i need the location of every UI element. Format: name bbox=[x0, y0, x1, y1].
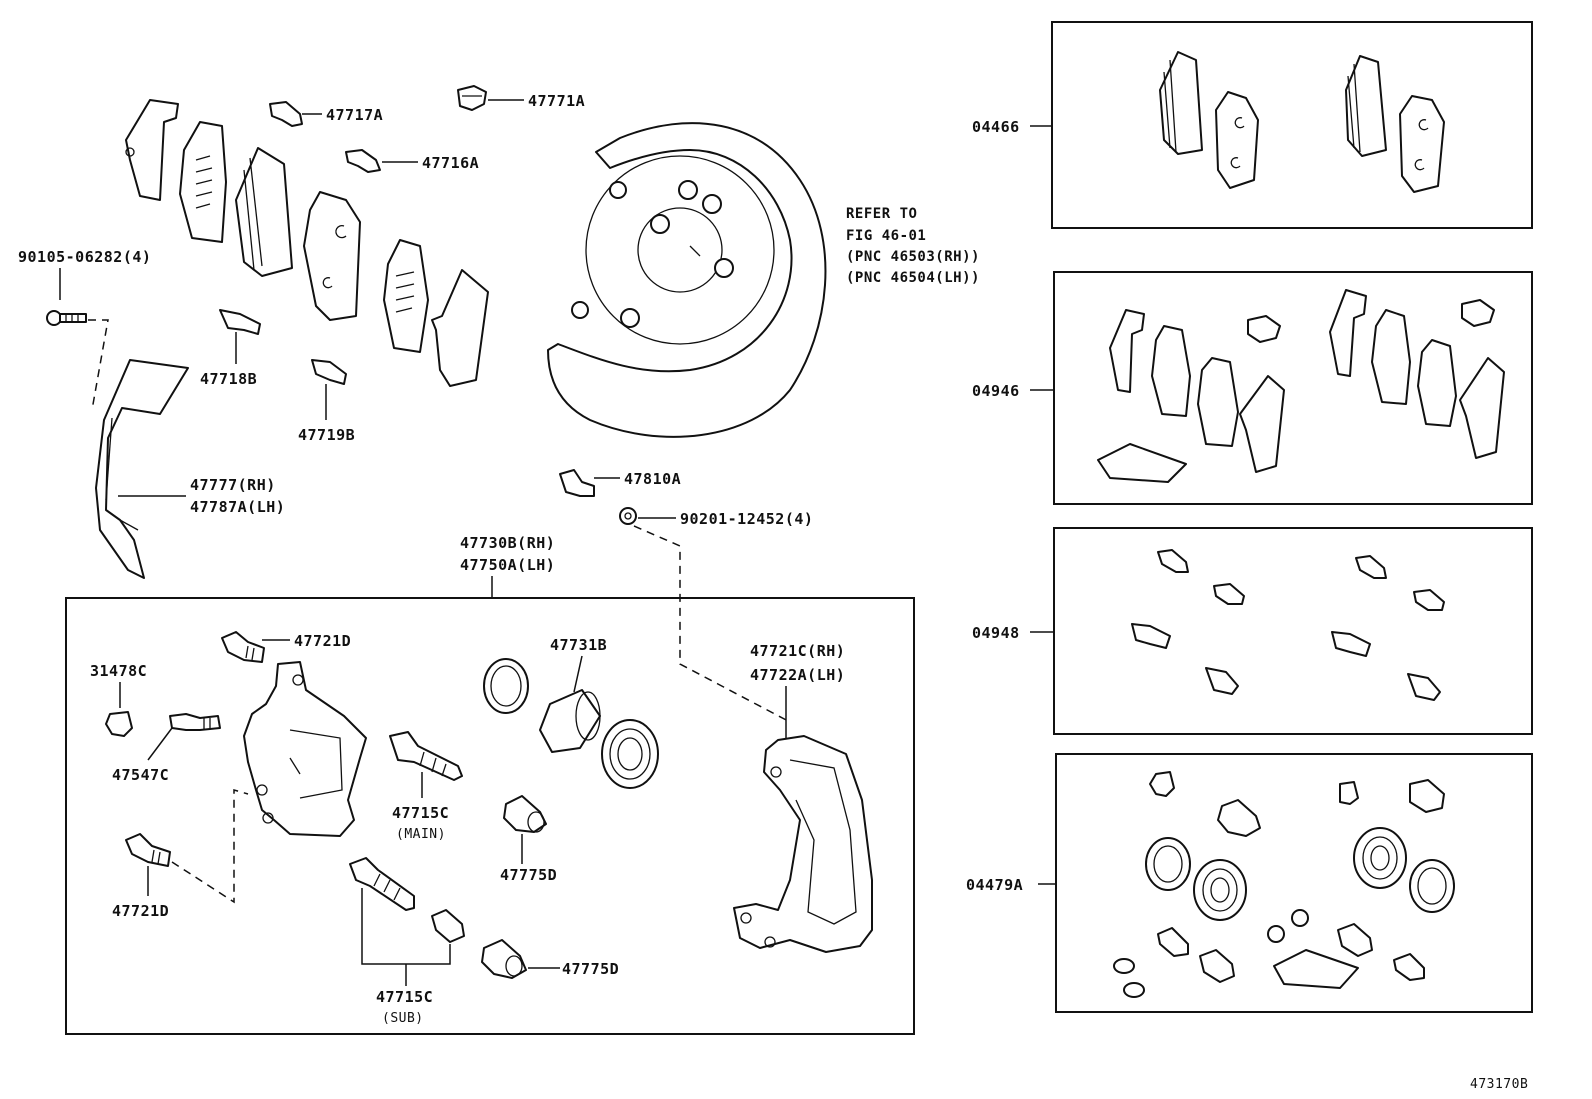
brake-pad-right bbox=[303, 191, 361, 321]
kit-04946-parts bbox=[1097, 289, 1505, 483]
label-47718B: 47718B bbox=[200, 370, 257, 388]
caliper-cylinder-shape bbox=[243, 661, 367, 837]
label-04466: 04466 bbox=[972, 118, 1020, 136]
clip-47716A-shape bbox=[345, 149, 381, 173]
clip-47719B-shape bbox=[311, 359, 347, 385]
label-47775D-bottom: 47775D bbox=[562, 960, 619, 978]
label-47717A: 47717A bbox=[326, 106, 383, 124]
label-47730B-RH: 47730B(RH) bbox=[460, 534, 555, 552]
pin-47715C-sub-shape bbox=[349, 857, 415, 911]
label-47750A-LH: 47750A(LH) bbox=[460, 556, 555, 574]
label-47715C-main: 47715C bbox=[392, 804, 449, 822]
refer-note-line1: REFER TO bbox=[846, 206, 917, 222]
kit-04466-pads bbox=[1159, 51, 1445, 193]
label-47721C-RH: 47721C(RH) bbox=[750, 642, 845, 660]
kit-box-04466 bbox=[1051, 21, 1533, 229]
figure-id: 473170B bbox=[1470, 1077, 1528, 1092]
bolt-47721D-bottom-shape bbox=[125, 833, 171, 867]
label-04948: 04948 bbox=[972, 624, 1020, 642]
label-47721D-bottom: 47721D bbox=[112, 902, 169, 920]
label-47716A: 47716A bbox=[422, 154, 479, 172]
label-47722A-LH: 47722A(LH) bbox=[750, 666, 845, 684]
dust-cover-47777-shape bbox=[95, 359, 189, 579]
label-47731B: 47731B bbox=[550, 636, 607, 654]
label-47715C-main-note: (MAIN) bbox=[396, 827, 446, 842]
kit-04948-clips bbox=[1131, 549, 1445, 701]
label-47775D-mid: 47775D bbox=[500, 866, 557, 884]
label-47777-RH: 47777(RH) bbox=[190, 476, 276, 494]
label-90105-06282: 90105-06282(4) bbox=[18, 248, 151, 266]
bleeder-47547C-shape bbox=[169, 713, 221, 731]
kit-04479A-parts bbox=[1113, 771, 1455, 998]
bleeder-plug-47810A-shape bbox=[559, 469, 595, 497]
pad-shim-outer-right bbox=[431, 269, 489, 387]
clip-47771A-shape bbox=[457, 85, 487, 111]
label-47715C-sub-note: (SUB) bbox=[382, 1011, 424, 1026]
label-47810A: 47810A bbox=[624, 470, 681, 488]
pad-anti-squeal-shim-left bbox=[179, 121, 227, 243]
bolt-90105-shape bbox=[46, 310, 87, 326]
kit-box-04946 bbox=[1053, 271, 1533, 505]
bushing-47775D-mid-shape bbox=[503, 795, 547, 833]
bushing-47775D-bottom-shape bbox=[481, 939, 527, 979]
label-04479A: 04479A bbox=[966, 876, 1023, 894]
label-47787A-LH: 47787A(LH) bbox=[190, 498, 285, 516]
cap-31478C-shape bbox=[105, 711, 133, 737]
refer-note-line4: (PNC 46504(LH)) bbox=[846, 270, 980, 286]
clip-47717A-shape bbox=[269, 101, 303, 127]
kit-box-04479A bbox=[1055, 753, 1533, 1013]
pad-shim-outer-left bbox=[125, 99, 179, 201]
pin-47715C-main-shape bbox=[389, 731, 463, 781]
kit-box-04948 bbox=[1053, 527, 1533, 735]
clip-47718B-shape bbox=[219, 309, 261, 335]
brake-pad-left bbox=[235, 147, 293, 277]
caliper-mounting-bracket-shape bbox=[733, 735, 873, 953]
sleeve-47715C-sub-shape bbox=[431, 909, 465, 943]
label-47719B: 47719B bbox=[298, 426, 355, 444]
label-47771A: 47771A bbox=[528, 92, 585, 110]
piston-47731B-shape bbox=[539, 689, 601, 753]
piston-boot-shape bbox=[601, 719, 659, 789]
label-47715C-sub: 47715C bbox=[376, 988, 433, 1006]
label-90201-12452: 90201-12452(4) bbox=[680, 510, 813, 528]
piston-seal-ring-shape bbox=[483, 658, 529, 714]
refer-note-line3: (PNC 46503(RH)) bbox=[846, 249, 980, 265]
nut-90201-shape bbox=[619, 507, 637, 525]
refer-note-line2: FIG 46-01 bbox=[846, 228, 926, 244]
label-04946: 04946 bbox=[972, 382, 1020, 400]
caliper-assembly-box bbox=[65, 597, 915, 1035]
label-47547C: 47547C bbox=[112, 766, 169, 784]
pad-anti-squeal-shim-right bbox=[383, 239, 429, 353]
disc-brake-dust-cover bbox=[547, 122, 827, 438]
label-31478C: 31478C bbox=[90, 662, 147, 680]
label-47721D-top: 47721D bbox=[294, 632, 351, 650]
bolt-47721D-top-shape bbox=[221, 631, 265, 663]
